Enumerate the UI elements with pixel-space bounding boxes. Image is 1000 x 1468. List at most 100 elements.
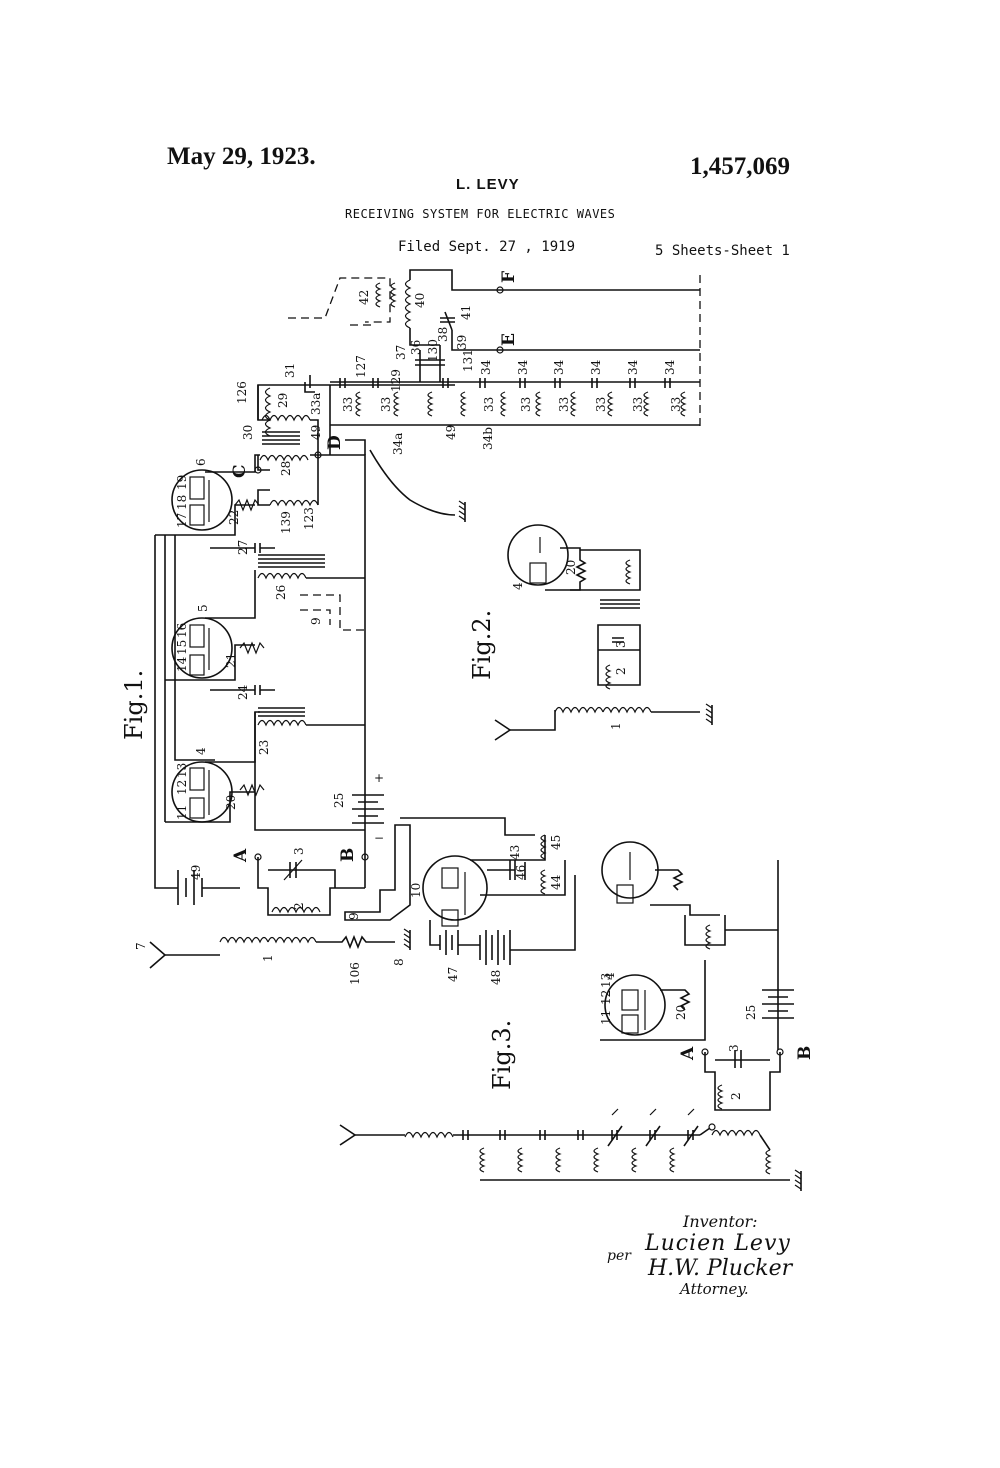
- svg-text:28: 28: [279, 461, 293, 476]
- patent-number: 1,457,069: [690, 153, 790, 180]
- svg-text:31: 31: [283, 363, 297, 378]
- transformer-28: [259, 414, 311, 461]
- fig3-label: Fig.3.: [488, 1020, 516, 1090]
- svg-text:44: 44: [549, 874, 563, 890]
- svg-text:9: 9: [347, 912, 361, 920]
- svg-text:106: 106: [348, 962, 362, 985]
- svg-text:123: 123: [302, 507, 316, 530]
- svg-text:7: 7: [134, 942, 148, 950]
- svg-text:49: 49: [189, 865, 203, 880]
- svg-text:16: 16: [175, 623, 189, 638]
- svg-text:47: 47: [446, 967, 460, 982]
- svg-text:129: 129: [389, 369, 403, 392]
- svg-text:45: 45: [549, 835, 563, 850]
- terminal-A: A: [231, 848, 251, 863]
- svg-text:39: 39: [455, 335, 469, 350]
- svg-text:40: 40: [413, 293, 427, 308]
- terminal-E: E: [499, 333, 519, 346]
- svg-text:34: 34: [552, 359, 566, 375]
- svg-text:34: 34: [479, 359, 493, 375]
- svg-text:4: 4: [194, 747, 208, 755]
- svg-text:34: 34: [626, 359, 640, 375]
- svg-text:3: 3: [614, 640, 628, 648]
- patent-date: May 29, 1923.: [167, 143, 316, 170]
- svg-text:11: 11: [175, 805, 189, 820]
- terminal-C: C: [230, 464, 250, 478]
- svg-text:34: 34: [589, 359, 603, 375]
- svg-text:3: 3: [292, 847, 306, 855]
- svg-text:18: 18: [175, 495, 189, 510]
- svg-text:2: 2: [614, 667, 628, 675]
- resistor-22: [234, 498, 260, 512]
- svg-text:+: +: [374, 771, 384, 785]
- svg-text:34b: 34b: [481, 427, 495, 450]
- svg-text:25: 25: [332, 793, 346, 808]
- svg-text:48: 48: [489, 970, 503, 985]
- per-label: per: [607, 1248, 631, 1264]
- battery-49: [177, 870, 240, 905]
- vacuum-tube-4: [165, 535, 255, 823]
- svg-text:126: 126: [235, 381, 249, 404]
- svg-text:19: 19: [175, 475, 189, 490]
- svg-text:13: 13: [175, 763, 189, 778]
- svg-text:38: 38: [436, 327, 450, 342]
- svg-text:22: 22: [227, 510, 241, 525]
- figure-1: Fig.1.: [120, 269, 701, 985]
- svg-text:131: 131: [461, 349, 475, 372]
- svg-text:3: 3: [727, 1044, 741, 1052]
- svg-text:130: 130: [426, 339, 440, 362]
- svg-text:33: 33: [669, 397, 683, 412]
- svg-text:5: 5: [196, 604, 210, 612]
- terminal-F: F: [499, 271, 519, 283]
- svg-text:33: 33: [379, 397, 393, 412]
- svg-text:20: 20: [224, 795, 238, 810]
- svg-text:26: 26: [274, 585, 288, 600]
- sheet-count: 5 Sheets-Sheet 1: [655, 243, 790, 259]
- svg-text:1: 1: [609, 722, 623, 730]
- inventor-label: Inventor:: [683, 1212, 758, 1231]
- svg-text:49: 49: [309, 425, 323, 440]
- attorney-signature: H.W. Plucker: [648, 1256, 793, 1281]
- figure-3: Fig.3. A B 25 2 3 20 4: [339, 841, 815, 1192]
- svg-text:34: 34: [516, 359, 530, 375]
- svg-text:33a: 33a: [309, 393, 323, 415]
- svg-text:23: 23: [257, 740, 271, 755]
- svg-text:A: A: [678, 1046, 698, 1061]
- attorney-label: Attorney.: [680, 1280, 749, 1298]
- svg-text:9: 9: [309, 617, 323, 625]
- svg-text:17: 17: [175, 513, 189, 528]
- resistor-21: [239, 641, 265, 655]
- svg-text:4: 4: [603, 972, 617, 980]
- resistor-20: [239, 783, 265, 797]
- svg-text:42: 42: [357, 290, 371, 305]
- svg-text:33: 33: [557, 397, 571, 412]
- transformer-23: [257, 707, 365, 726]
- svg-text:139: 139: [279, 511, 293, 534]
- svg-text:34: 34: [663, 359, 677, 375]
- svg-text:41: 41: [459, 305, 473, 320]
- svg-text:25: 25: [744, 1005, 758, 1020]
- svg-text:4: 4: [511, 582, 525, 590]
- svg-text:14: 14: [175, 656, 189, 672]
- svg-text:36: 36: [409, 340, 423, 355]
- filter-chain: [339, 378, 686, 417]
- svg-text:20: 20: [674, 1005, 688, 1020]
- svg-text:33: 33: [594, 397, 608, 412]
- svg-text:33: 33: [631, 397, 645, 412]
- svg-text:24: 24: [236, 684, 250, 700]
- svg-text:2: 2: [729, 1092, 743, 1100]
- svg-text:8: 8: [392, 958, 406, 966]
- fig1-label: Fig.1.: [120, 670, 148, 740]
- antenna-7: [149, 941, 220, 969]
- svg-text:12: 12: [175, 780, 189, 795]
- vacuum-tube-10: [422, 855, 488, 927]
- svg-text:33: 33: [482, 397, 496, 412]
- svg-text:20: 20: [564, 560, 578, 575]
- svg-text:37: 37: [394, 345, 408, 360]
- fig1-reference-numerals: 1 2 3 4 5 6 7 8 9 9 10 20 21 22 23 24 25…: [134, 290, 683, 985]
- terminal-D: D: [325, 435, 345, 450]
- svg-text:12: 12: [599, 990, 613, 1005]
- svg-text:10: 10: [409, 883, 423, 898]
- svg-text:33: 33: [341, 397, 355, 412]
